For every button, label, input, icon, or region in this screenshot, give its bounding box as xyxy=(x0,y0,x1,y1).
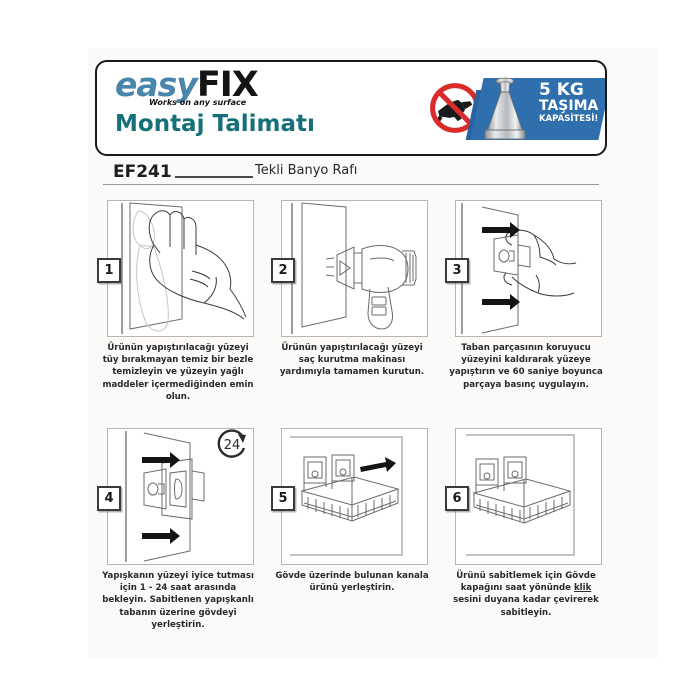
step-cell-6: 6 Ürünü sabitlemek için Gövde kapağını s… xyxy=(445,424,605,652)
steps-row-bottom: 24 4 Yapışkanın yüzeyi iyice tutması içi… xyxy=(95,424,603,652)
hand-wiping-wall-icon xyxy=(121,202,247,334)
step-number-3: 3 xyxy=(445,258,469,283)
hair-dryer-icon xyxy=(291,202,417,334)
step-caption-1: Ürünün yapıştırılacağı yüzeyi tüy bırakm… xyxy=(102,343,254,402)
model-row: EF241 Tekli Banyo Rafı xyxy=(95,160,603,190)
capacity-value: 5 KG xyxy=(539,80,584,100)
step-illustration-3 xyxy=(455,200,602,337)
wait-24-hours-icon: 24 xyxy=(217,429,246,458)
step-caption-4: Yapışkanın yüzeyi iyice tutması için 1 -… xyxy=(102,571,254,630)
brand-name-easy: easy xyxy=(115,65,198,104)
step-number-1: 1 xyxy=(97,258,121,283)
steps-grid: 1 Ürünün yapıştırılacağı yüzeyi tüy bıra… xyxy=(95,196,603,652)
step6-text-part1: Ürünü sabitlemek için Gövde kapağını saa… xyxy=(456,571,596,594)
body-on-base-icon xyxy=(125,431,205,562)
step-illustration-2 xyxy=(281,200,428,337)
step-caption-5: Gövde üzerinde bulunan kanala ürünü yerl… xyxy=(275,571,429,594)
arrow-left-top xyxy=(482,222,520,238)
step-number-4: 4 xyxy=(97,486,121,511)
step-cell-2: 2 Ürünün yapıştırılacağı yüzeyi saç kuru… xyxy=(271,196,431,424)
arrow-left-bottom xyxy=(142,528,180,544)
header-underline xyxy=(103,184,599,185)
document-title: Montaj Talimatı xyxy=(115,111,315,137)
weight-icon xyxy=(484,77,526,140)
steps-row-top: 1 Ürünün yapıştırılacağı yüzeyi tüy bıra… xyxy=(95,196,603,424)
step-illustration-6 xyxy=(455,428,602,565)
installed-shelf-icon xyxy=(466,434,575,556)
step-cell-1: 1 Ürünün yapıştırılacağı yüzeyi tüy bıra… xyxy=(97,196,257,424)
step-number-5: 5 xyxy=(271,486,295,511)
step-cell-3: 3 Taban parçasının koruyucu yüzeyini kal… xyxy=(445,196,605,424)
arrow-left-bottom xyxy=(482,294,520,310)
arrow-insert xyxy=(360,457,396,472)
wait-hours-value: 24 xyxy=(224,438,241,453)
model-divider-rule xyxy=(175,176,253,178)
step-number-2: 2 xyxy=(271,258,295,283)
step-illustration-4 xyxy=(107,428,254,565)
step-caption-3: Taban parçasının koruyucu yüzeyini kaldı… xyxy=(449,343,603,390)
capacity-label-line3: KAPASİTESİ! xyxy=(539,113,599,124)
basket-into-channel-icon xyxy=(290,436,403,556)
capacity-badge: 5 KG TAŞIMA KAPASİTESİ! xyxy=(415,62,605,154)
step-illustration-1 xyxy=(107,200,254,337)
arrow-left-top xyxy=(142,452,180,468)
brand-name-fix: FIX xyxy=(196,65,259,105)
step-cell-5: 5 Gövde üzerinde bulunan kanala ürünü ye… xyxy=(271,424,431,652)
press-base-plate-icon xyxy=(461,203,577,334)
model-code: EF241 xyxy=(113,162,172,182)
step-cell-4: 24 4 Yapışkanın yüzeyi iyice tutması içi… xyxy=(97,424,257,652)
step6-click-word: klik xyxy=(573,583,592,594)
step-illustration-5 xyxy=(281,428,428,565)
step-caption-2: Ürünün yapıştırılacağı yüzeyi saç kurutm… xyxy=(279,343,425,378)
capacity-label-line2: TAŞIMA xyxy=(539,98,599,114)
brand-tagline: Works on any surface xyxy=(149,98,247,107)
capacity-text: 5 KG TAŞIMA KAPASİTESİ! xyxy=(539,82,605,124)
step-number-6: 6 xyxy=(445,486,469,511)
step-caption-6: Ürünü sabitlemek için Gövde kapağını saa… xyxy=(447,570,605,619)
step6-text-part2: sesini duyana kadar çevirerek sabitleyin… xyxy=(453,595,599,618)
product-name: Tekli Banyo Rafı xyxy=(255,163,358,178)
